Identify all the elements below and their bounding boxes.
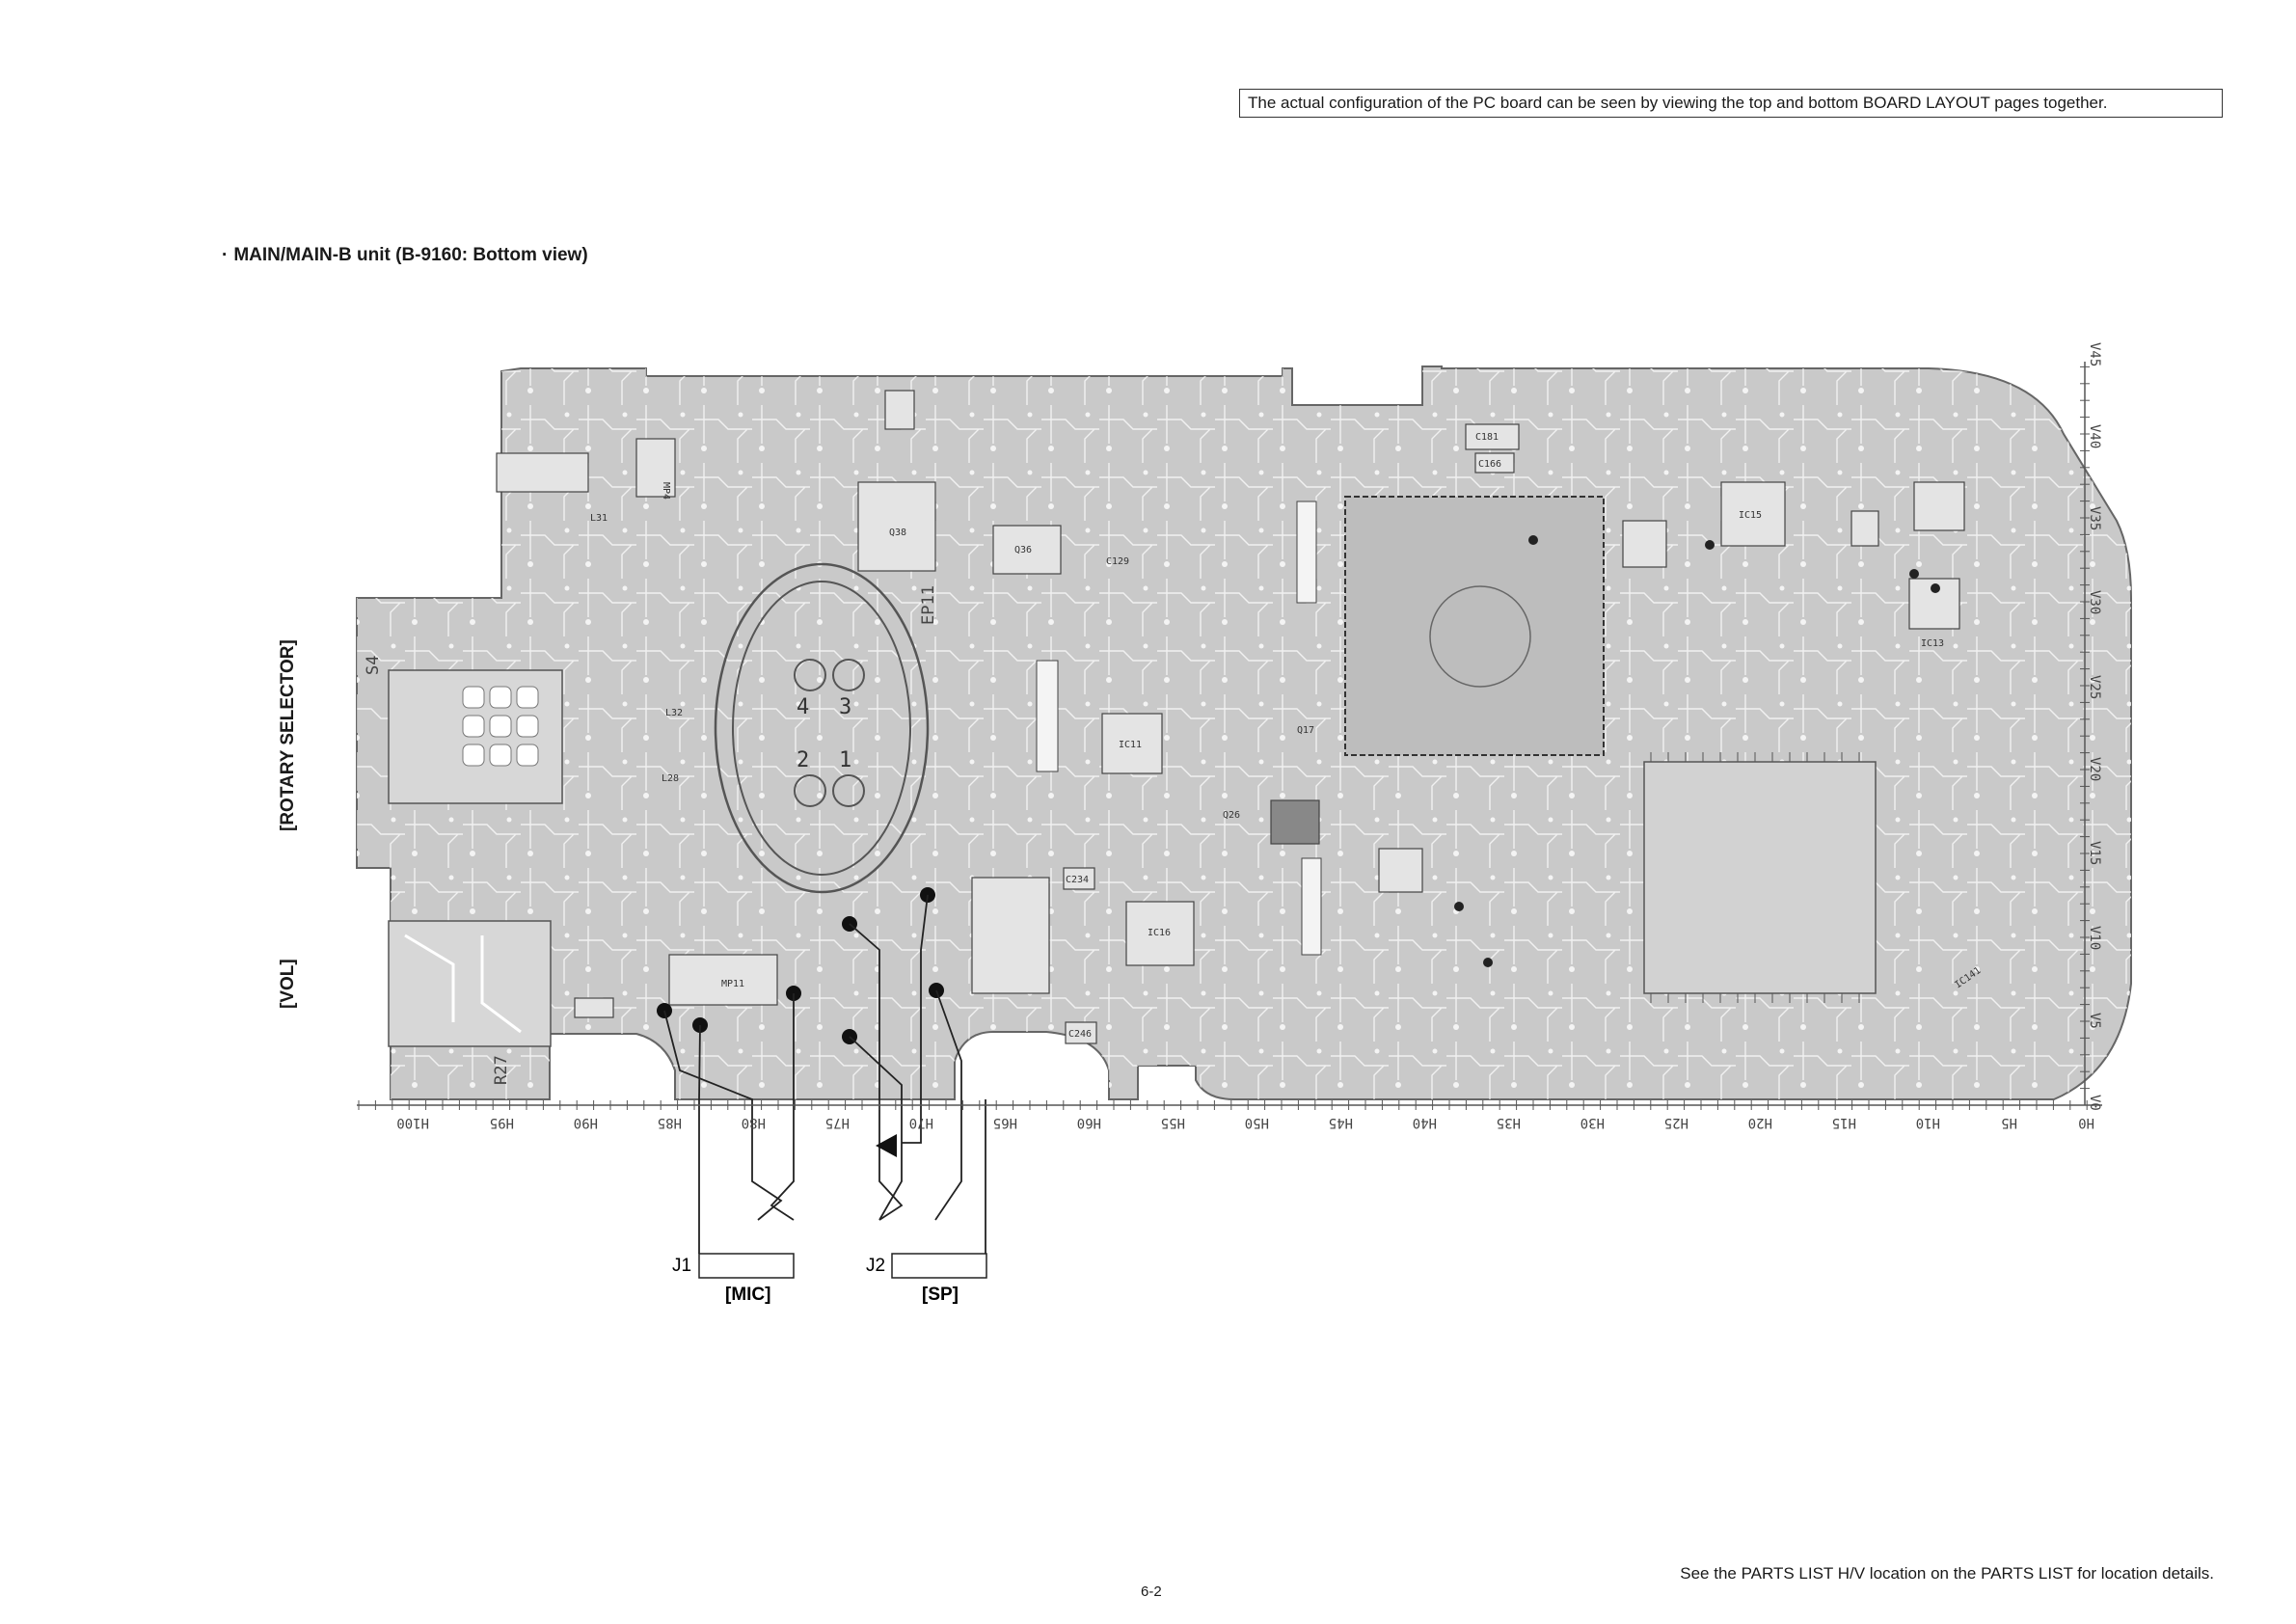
silk-l32: L32	[665, 708, 683, 718]
h-label-h10: H10	[1916, 1115, 1940, 1130]
v-label-v30: V30	[2087, 590, 2102, 614]
h-label-h5: H5	[2001, 1115, 2017, 1130]
v-label-v45: V45	[2087, 342, 2102, 366]
v-label-v35: V35	[2087, 506, 2102, 530]
j1-connector	[698, 1253, 795, 1279]
h-label-h35: H35	[1497, 1115, 1521, 1130]
v-label-v5: V5	[2087, 1013, 2102, 1029]
silk-q38: Q38	[889, 528, 906, 538]
silk-s4: S4	[364, 656, 383, 675]
silk-c246: C246	[1068, 1029, 1092, 1040]
h-label-h65: H65	[993, 1115, 1017, 1130]
page-number: 6-2	[1141, 1583, 1162, 1600]
connector-strip-2	[1296, 501, 1317, 604]
h-label-h90: H90	[574, 1115, 598, 1130]
silk-c234: C234	[1066, 875, 1089, 885]
v-axis-ticks	[2080, 365, 2090, 1106]
silk-mp11: MP11	[721, 979, 744, 989]
pad-label-4: 4	[797, 695, 809, 719]
unit-title: ·MAIN/MAIN-B unit (B-9160: Bottom view)	[222, 245, 588, 266]
h-label-h25: H25	[1664, 1115, 1688, 1130]
silk-q17: Q17	[1297, 725, 1314, 736]
silk-q26: Q26	[1223, 810, 1240, 821]
pad-label-1: 1	[839, 748, 851, 772]
h-label-h95: H95	[490, 1115, 514, 1130]
pad-label-2: 2	[797, 748, 809, 772]
cpu-footprint	[1643, 761, 1877, 994]
parts-list-note: See the PARTS LIST H/V location on the P…	[1680, 1564, 2214, 1583]
silk-ep11: EP11	[919, 585, 938, 625]
v-label-v20: V20	[2087, 757, 2102, 781]
silk-c129: C129	[1106, 556, 1129, 567]
h-label-h60: H60	[1077, 1115, 1101, 1130]
v-label-v0: V0	[2087, 1095, 2102, 1111]
silk-c181: C181	[1475, 432, 1499, 443]
arrow-marker	[876, 1134, 897, 1157]
v-label-v25: V25	[2087, 675, 2102, 699]
h-label-h40: H40	[1413, 1115, 1437, 1130]
h-axis-ticks	[358, 1100, 2088, 1110]
h-label-h50: H50	[1245, 1115, 1269, 1130]
v-label-v15: V15	[2087, 841, 2102, 865]
shield-area	[1344, 496, 1605, 756]
silk-ic11: IC11	[1119, 740, 1142, 750]
h-label-h70: H70	[909, 1115, 933, 1130]
j2-connector	[891, 1253, 987, 1279]
silk-l28: L28	[662, 773, 679, 784]
j2-ref: J2	[866, 1256, 885, 1276]
title-bullet: ·	[222, 245, 229, 265]
h-label-h75: H75	[825, 1115, 850, 1130]
pad-label-3: 3	[839, 695, 851, 719]
h-label-h55: H55	[1161, 1115, 1185, 1130]
h-label-h0: H0	[2078, 1115, 2094, 1130]
connector-strip-1	[1036, 660, 1059, 772]
h-label-h15: H15	[1832, 1115, 1856, 1130]
h-label-h20: H20	[1748, 1115, 1772, 1130]
j2-label: [SP]	[922, 1285, 959, 1305]
h-label-h85: H85	[658, 1115, 682, 1130]
silk-ic16: IC16	[1148, 928, 1171, 938]
board-layout-note: The actual configuration of the PC board…	[1239, 89, 2223, 118]
silk-mp4: MP4	[661, 482, 671, 500]
silk-l31: L31	[590, 513, 608, 524]
speaker-oval-inner	[732, 581, 911, 876]
speaker-oval-outer	[714, 562, 930, 894]
silk-q36: Q36	[1014, 545, 1032, 555]
silk-r27: R27	[492, 1055, 511, 1085]
v-label-v40: V40	[2087, 424, 2102, 448]
j1-label: [MIC]	[725, 1285, 770, 1305]
h-label-h100: H100	[396, 1115, 429, 1130]
j1-ref: J1	[672, 1256, 691, 1276]
h-label-h80: H80	[742, 1115, 766, 1130]
connector-strip-3	[1301, 857, 1322, 956]
silk-c166: C166	[1478, 459, 1501, 470]
h-label-h45: H45	[1329, 1115, 1353, 1130]
v-label-v10: V10	[2087, 926, 2102, 950]
silk-ic15: IC15	[1739, 510, 1762, 521]
h-label-h30: H30	[1580, 1115, 1605, 1130]
unit-title-text: MAIN/MAIN-B unit (B-9160: Bottom view)	[233, 245, 588, 265]
silk-ic13: IC13	[1921, 638, 1944, 649]
